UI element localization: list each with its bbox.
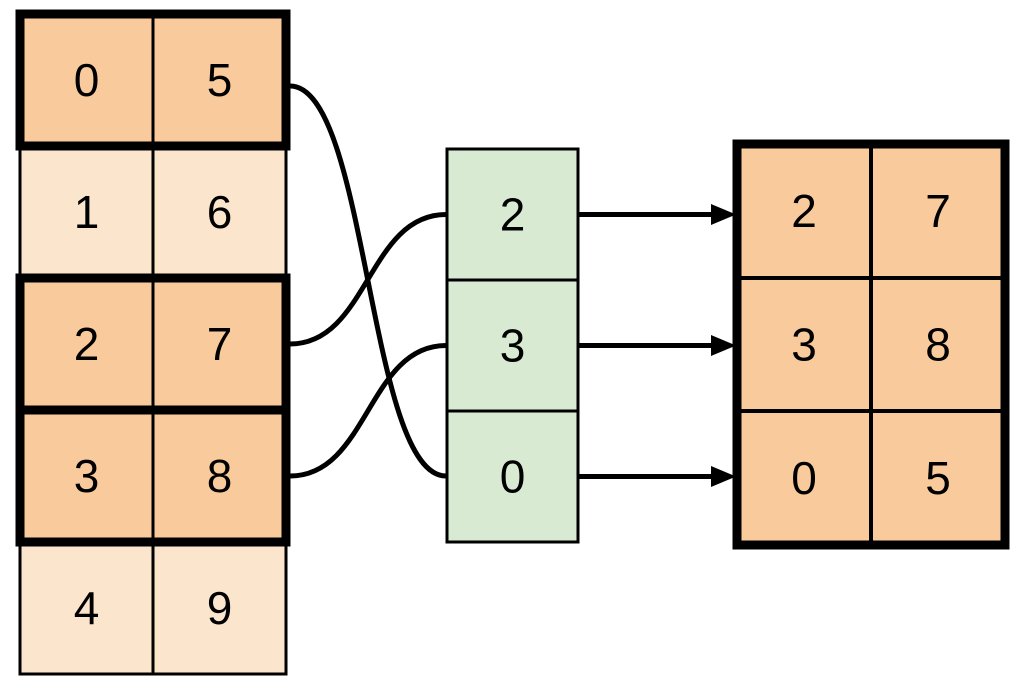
result-cell-r0c0 [735,142,873,280]
result-cell-r0c1 [869,142,1007,280]
source-cell-r3c1 [151,408,288,544]
index-cell-2 [445,409,580,544]
source-row-0-highlight-border [15,9,291,151]
arrowhead-row-0 [711,204,736,225]
source-value-r2c0: 2 [74,318,100,370]
arrowhead-row-1 [711,335,736,356]
result-value-r1c1: 8 [925,319,951,371]
source-to-index-connectors [289,83,447,479]
source-row-3-highlight-border [15,405,291,547]
arrowhead-row-2 [711,466,736,487]
index-to-result-arrows [578,204,736,487]
result-table-border [732,139,1010,550]
index-value-1: 3 [500,320,526,372]
result-value-r1c0: 3 [791,319,817,371]
index-value-0: 2 [500,189,526,241]
connector-source-row2-to-index-2 [289,212,447,347]
source-value-r2c1: 7 [207,318,233,370]
source-value-r0c1: 5 [207,54,233,106]
result-cell-r2c0 [735,409,873,547]
source-cell-r0c0 [18,12,155,148]
result-value-r2c0: 0 [791,452,817,504]
source-value-r0c0: 0 [74,54,100,106]
source-cell-r4c0 [18,540,155,676]
index-column: 2 3 0 [445,147,580,544]
source-value-r1c0: 1 [74,186,100,238]
source-value-r4c0: 4 [74,582,100,634]
result-value-r0c1: 7 [925,185,951,237]
source-value-r3c1: 8 [207,450,233,502]
source-table: 0 5 1 6 2 7 3 8 4 9 [15,9,291,676]
source-value-r1c1: 6 [207,186,233,238]
result-value-r0c0: 2 [791,185,817,237]
index-value-2: 0 [500,451,526,503]
source-value-r4c1: 9 [207,582,233,634]
index-cell-1 [445,278,580,413]
source-value-r3c0: 3 [74,450,100,502]
connector-source-row3-to-index-3 [289,343,447,479]
result-value-r2c1: 5 [925,452,951,504]
source-cell-r1c0 [18,144,155,280]
result-table: 2 7 3 8 0 5 [732,139,1010,550]
